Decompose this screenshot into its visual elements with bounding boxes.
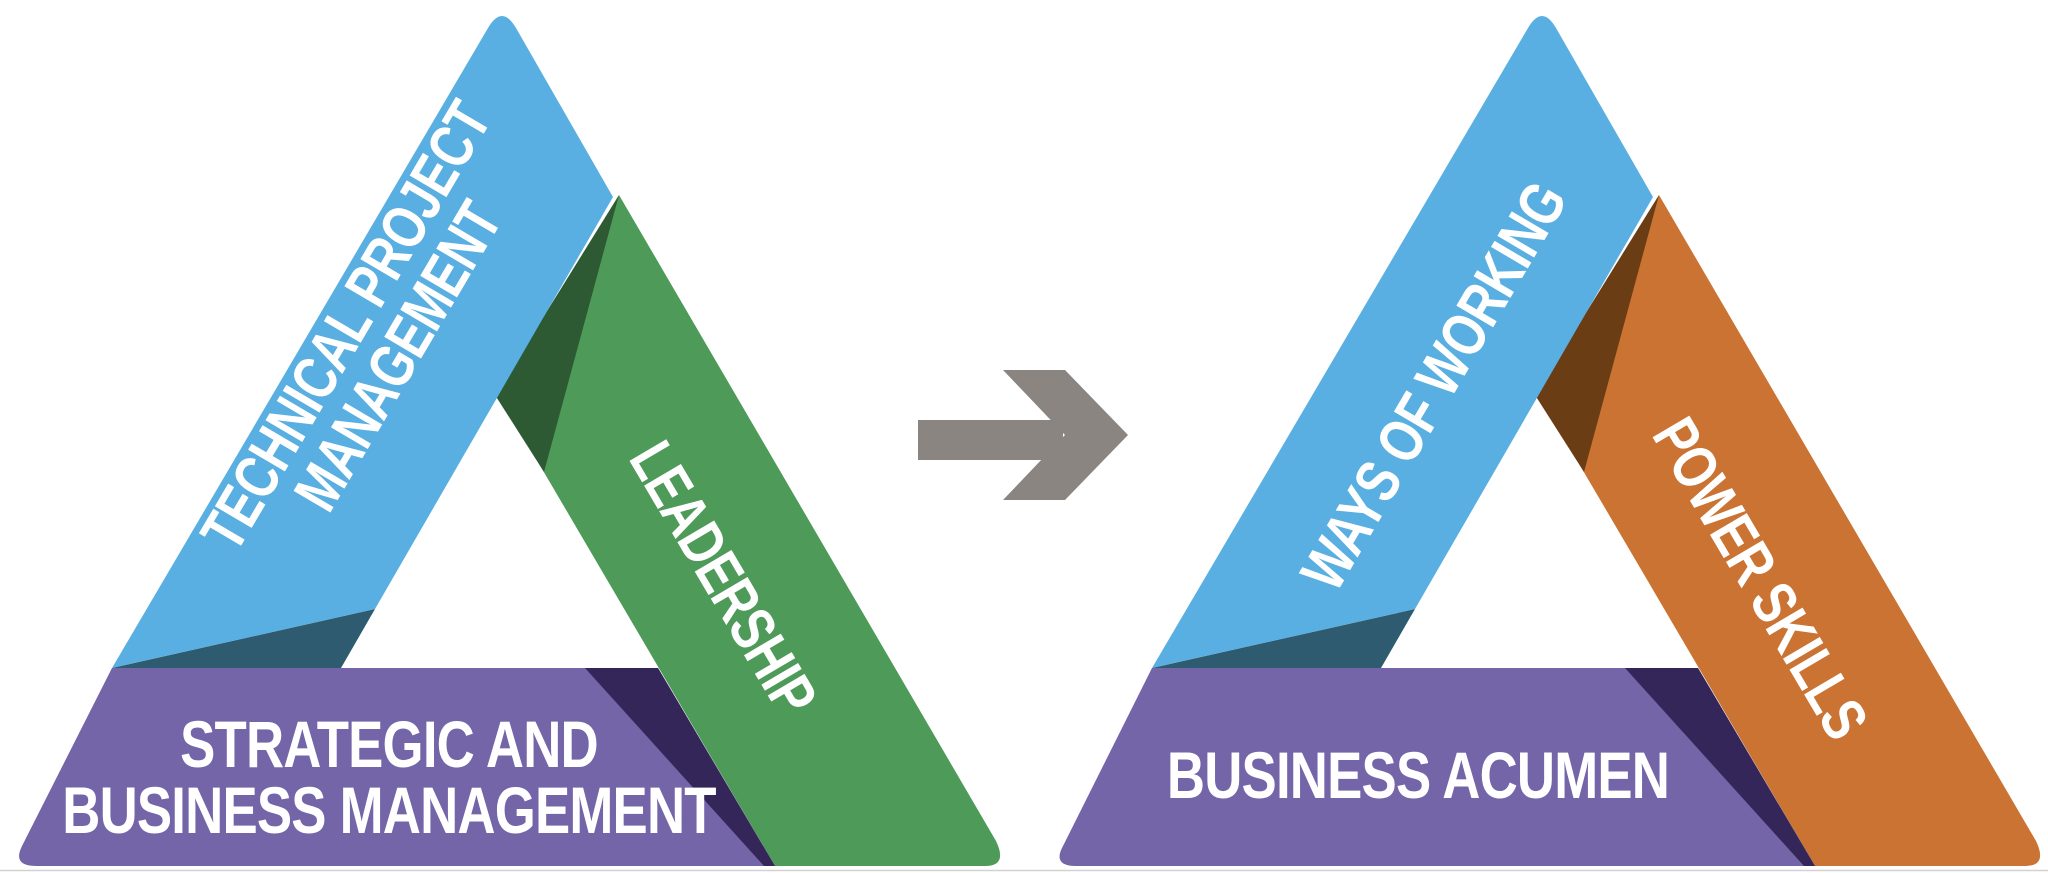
right-purple-ribbon: [1059, 668, 1815, 866]
left-triangle: TECHNICAL PROJECT MANAGEMENT LEADERSHIP …: [19, 16, 1001, 866]
right-orange-ribbon: [1541, 195, 2041, 866]
left-green-ribbon: [501, 195, 1001, 866]
right-bottom-label: BUSINESS ACUMEN: [1167, 738, 1669, 812]
right-blue-ribbon: [1152, 16, 1653, 668]
right-triangle: WAYS OF WORKING POWER SKILLS BUSINESS AC…: [1059, 16, 2041, 866]
left-bottom-label-line2: BUSINESS MANAGEMENT: [62, 773, 716, 847]
right-purple-fold-shadow: [1625, 668, 1815, 866]
arrow-head: [1003, 370, 1128, 500]
left-bottom-label-line1: STRATEGIC AND: [180, 707, 598, 781]
left-purple-ribbon: [19, 668, 775, 866]
right-orange-fold-shadow: [1535, 195, 1659, 472]
right-arrow-icon: [918, 370, 1128, 500]
left-blue-ribbon: [112, 16, 613, 668]
left-green-fold-shadow: [495, 195, 619, 472]
left-purple-fold-shadow: [585, 668, 775, 866]
arrow-shaft: [918, 420, 1063, 460]
